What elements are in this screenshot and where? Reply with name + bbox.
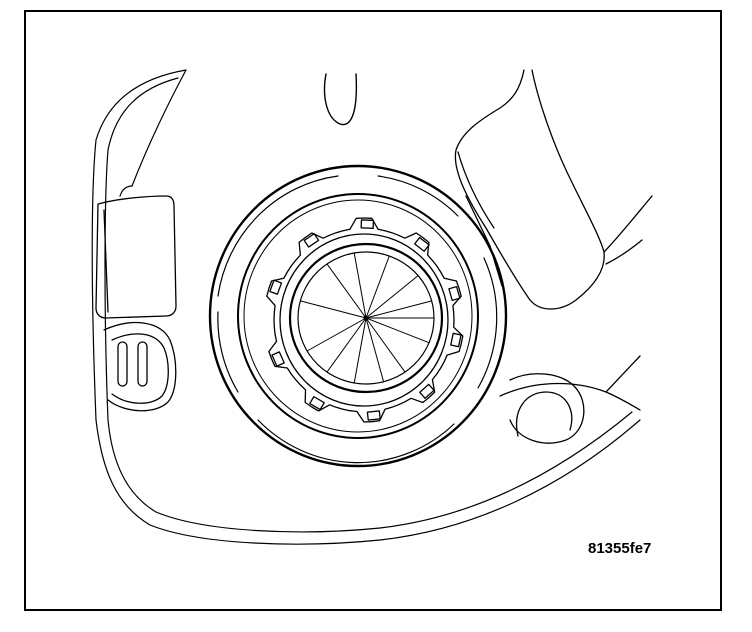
lower-right-boss [499,355,641,444]
retainer-tab [366,410,381,421]
middle-ring-inner [243,199,473,433]
outer-ring [208,164,508,468]
slot-left [117,341,128,387]
hub-ribs [299,252,435,384]
panel-body [91,69,641,545]
hub-rib [365,275,419,319]
middle-ring [237,193,479,439]
left-slot-pocket [103,321,177,412]
figure-border [24,10,722,611]
retainer-tab [309,395,325,411]
outer-ring-inner-arc-2 [377,175,459,217]
hub-rib [365,300,433,319]
outer-ring-inner-arc-3 [477,257,498,389]
outer-rings [208,164,508,468]
retainer-tab [269,279,283,295]
retainer-tab [448,285,461,302]
outer-ring-inner-arc-1 [217,175,339,297]
retainer-tabs [266,217,464,423]
slot-right [137,341,148,387]
retainer-tab [414,236,430,252]
left-pad [95,195,177,319]
inner-ring [288,242,444,394]
top-notch [323,73,358,126]
hub-center [363,315,369,321]
retainer-tab [271,351,285,367]
hub [288,242,444,394]
hub-rib [365,317,430,344]
hub-rib [299,300,367,319]
retainer-tab [419,383,435,399]
retainer-tab [360,219,375,229]
right-rib [454,69,653,310]
hub-rib [353,252,367,319]
hub-rib [326,317,367,373]
hub-rib [306,317,367,352]
outer-ring-inner-arc-5 [217,311,239,393]
hub-rib [365,317,406,373]
hub-rib [326,263,367,319]
figure-id-label: 81355fe7 [588,540,652,557]
retainer-tab [450,332,462,348]
retainer-tab [303,233,320,248]
hub-rib [365,255,390,319]
castellated-ring [266,217,464,423]
retainer-inner-ring [279,233,449,407]
outer-ring-inner-arc-4 [257,419,455,464]
hub-rib [353,317,367,384]
hub-rib [365,317,385,383]
